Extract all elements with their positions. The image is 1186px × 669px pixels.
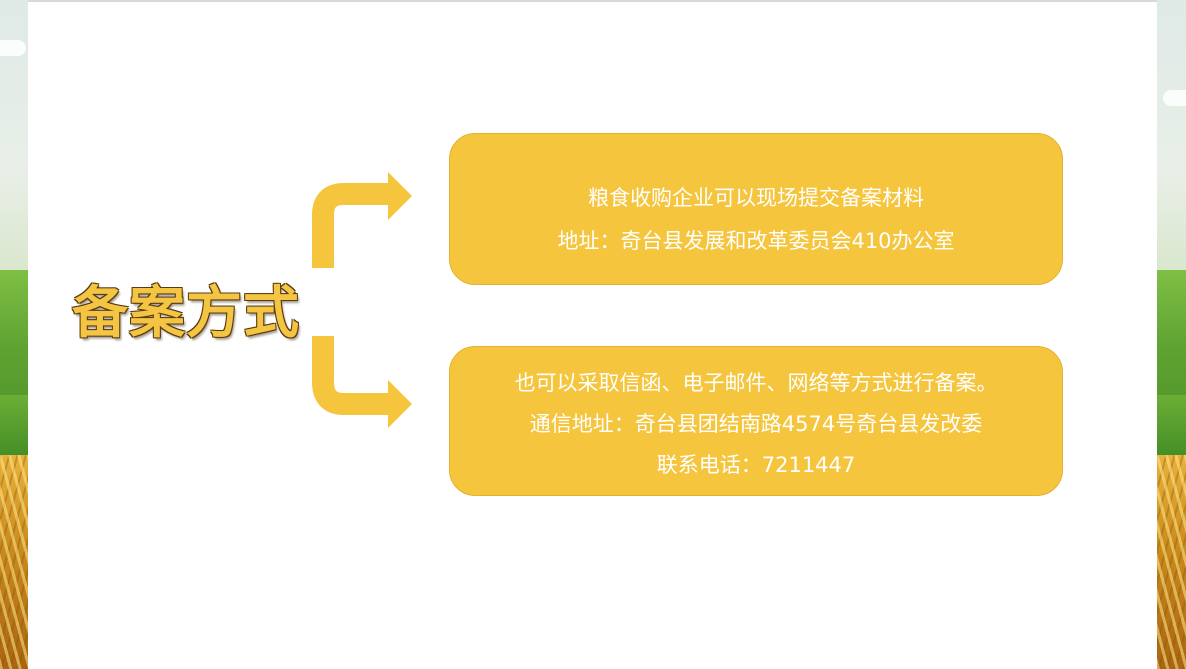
remote-methods-text: 也可以采取信函、电子邮件、网络等方式进行备案。 [514, 371, 998, 395]
left-background-strip [0, 0, 28, 669]
info-box-remote: 也可以采取信函、电子邮件、网络等方式进行备案。 通信地址：奇台县团结南路4574… [449, 346, 1063, 496]
bracket-arrows [312, 172, 412, 428]
slide-title: 备案方式 [72, 281, 300, 346]
mailing-address-text: 通信地址：奇台县团结南路4574号奇台县发改委 [529, 412, 983, 436]
arrow-down-right-icon [312, 336, 412, 428]
arrow-up-right-icon [312, 172, 412, 268]
onsite-submission-text: 粮食收购企业可以现场提交备案材料 [588, 186, 924, 210]
contact-phone-text: 联系电话：7211447 [656, 453, 856, 477]
onsite-address-text: 地址：奇台县发展和改革委员会410办公室 [557, 229, 955, 253]
slide-top-border [28, 0, 1157, 2]
right-background-strip [1157, 0, 1186, 669]
info-box-onsite: 粮食收购企业可以现场提交备案材料 地址：奇台县发展和改革委员会410办公室 [449, 133, 1063, 285]
